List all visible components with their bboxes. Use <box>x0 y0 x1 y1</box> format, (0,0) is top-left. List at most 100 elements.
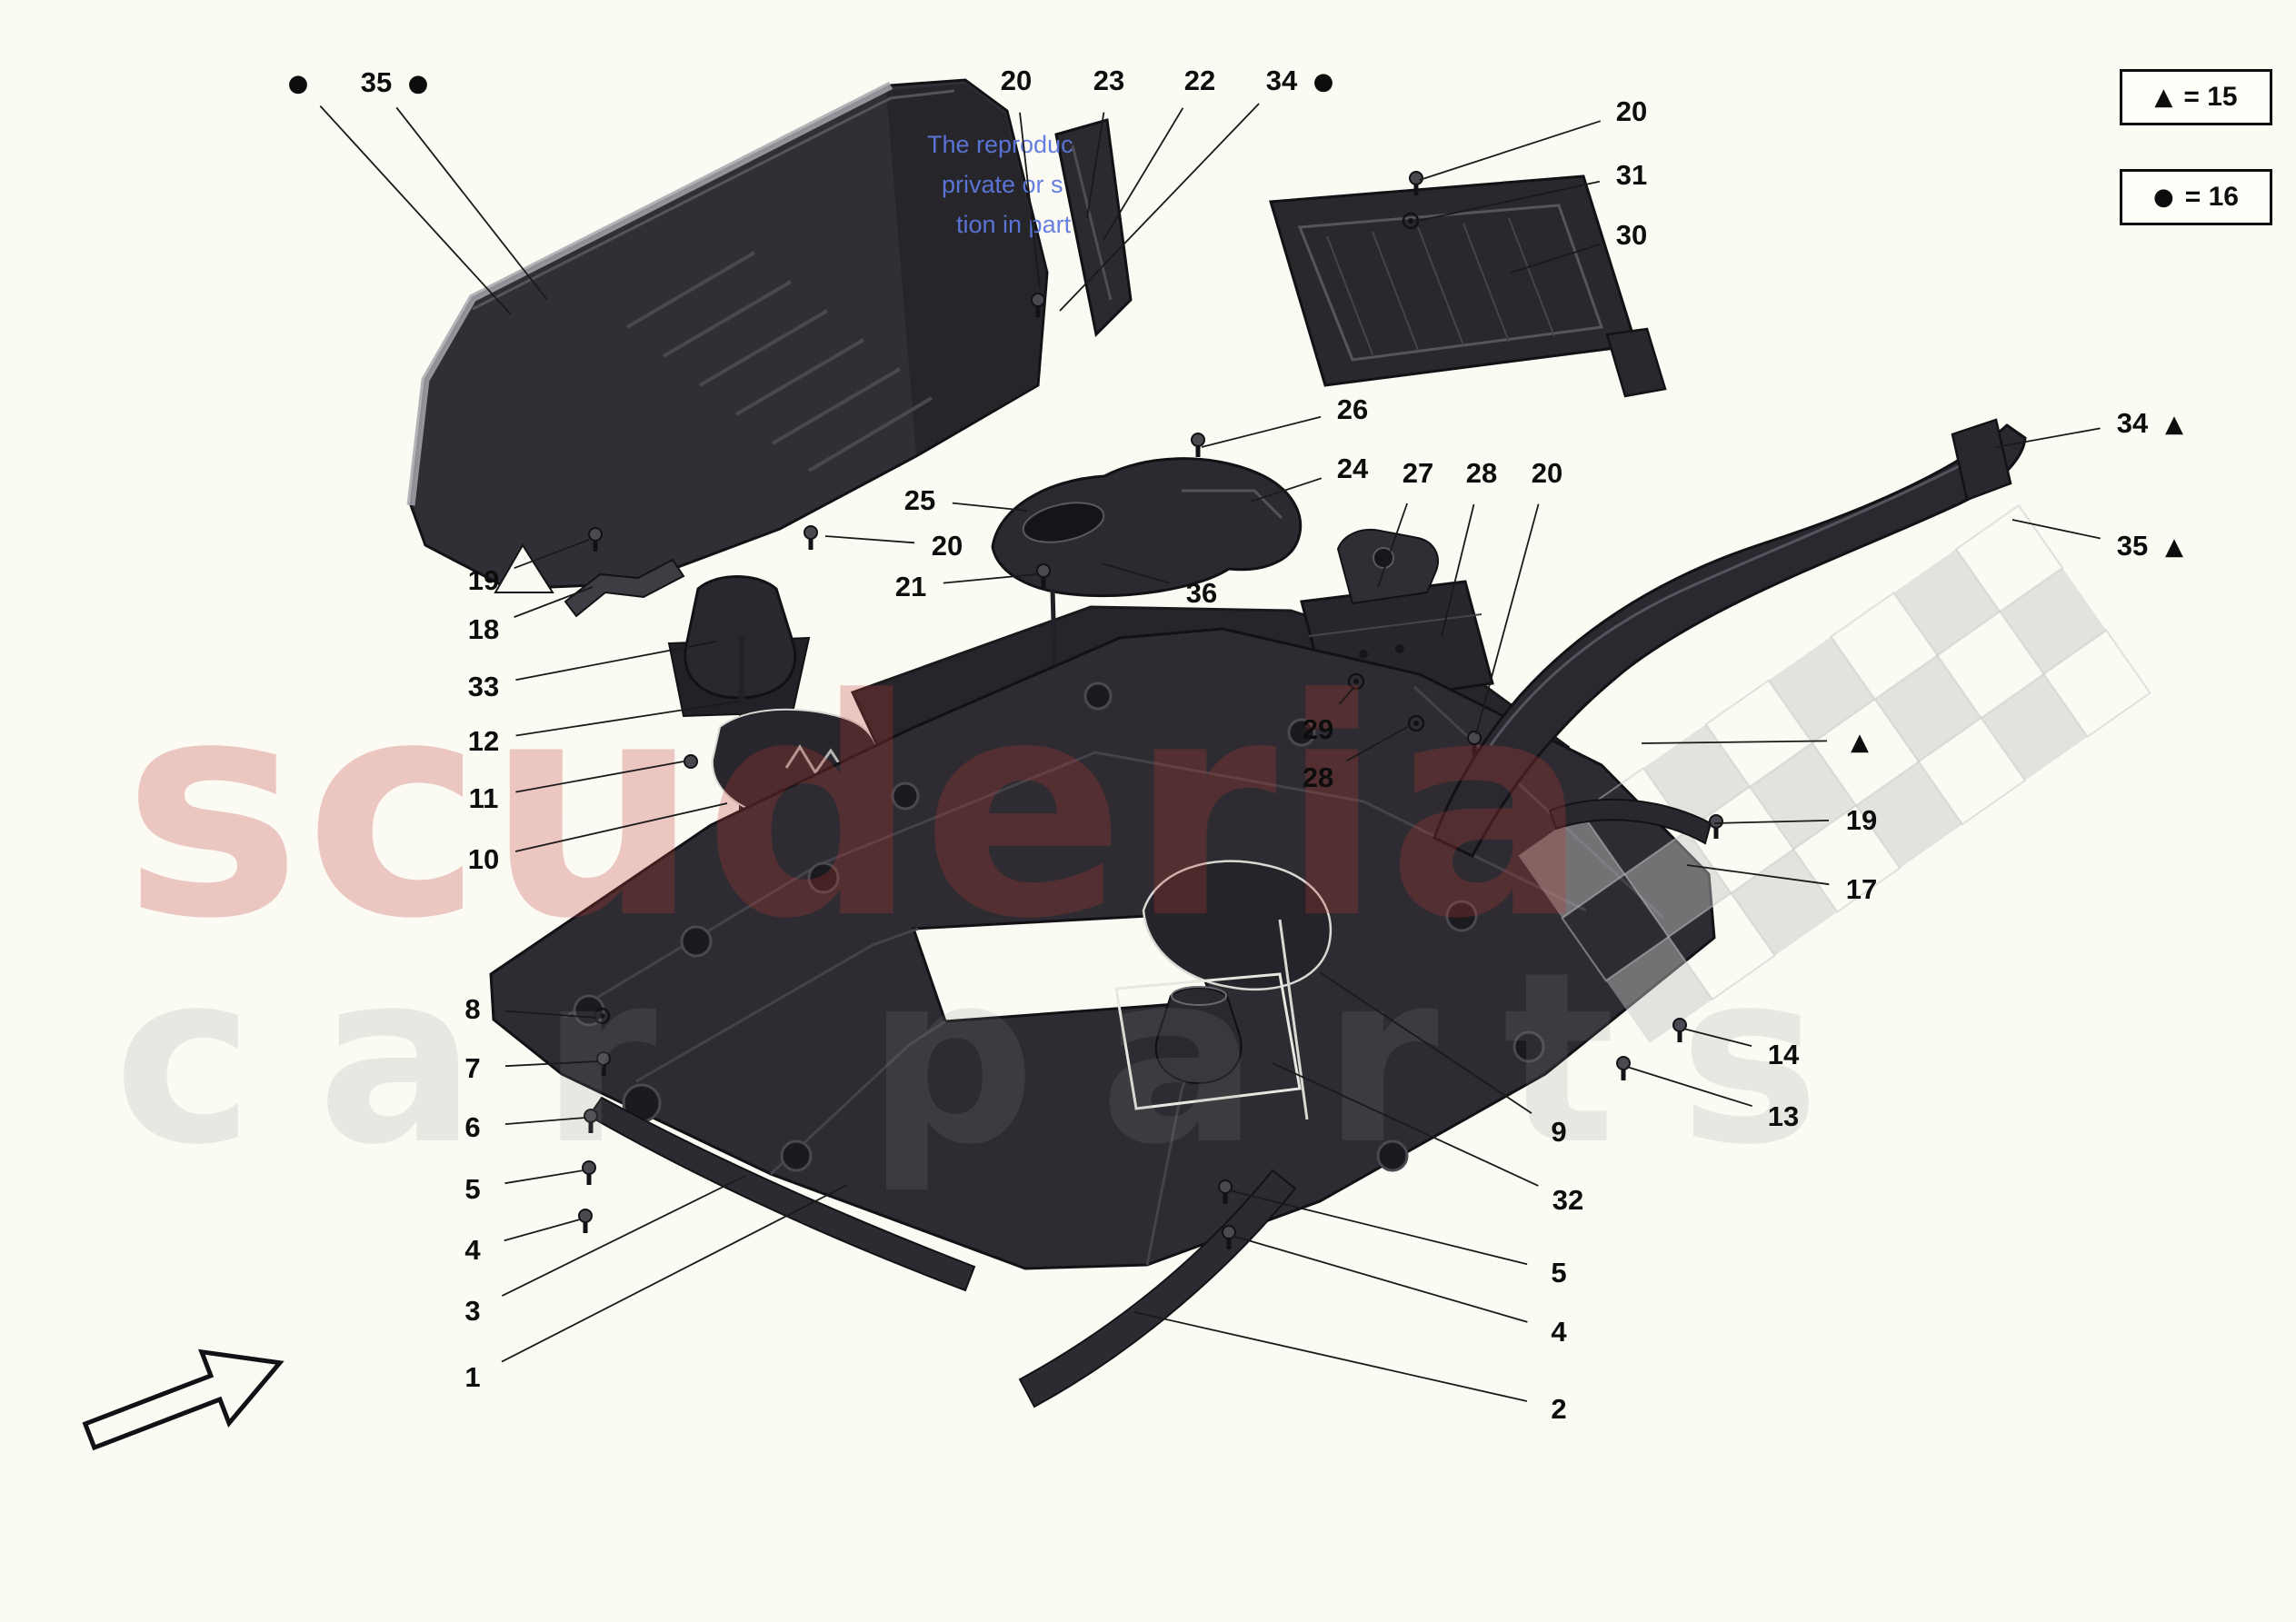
checker-square <box>1792 804 1902 913</box>
callout-6-33: 6 <box>464 1111 480 1143</box>
callout-5-36: 5 <box>464 1173 480 1205</box>
callout-12-23-leader <box>515 701 739 737</box>
callout-20-6-leader <box>1419 120 1602 181</box>
main-underbody-panel <box>489 627 1716 1270</box>
callout-5-36-leader <box>504 1169 584 1185</box>
checker-square <box>1893 549 2001 656</box>
checker-square <box>1624 831 1732 938</box>
callout-30-8-leader <box>1510 243 1601 274</box>
retainer-bracket-rear <box>1548 798 1712 845</box>
watermark-primary: scuderia <box>123 635 1593 984</box>
callout-36-21-leader <box>1101 562 1171 584</box>
callout-10-27-leader <box>514 802 728 852</box>
callout-8-31: 8 <box>464 993 480 1025</box>
callout-9-37: 9 <box>1551 1116 1566 1148</box>
callout-35-1-leader <box>395 106 548 301</box>
callout-17-30: 17 <box>1846 873 1877 905</box>
callout-4-38: 4 <box>464 1234 481 1266</box>
callout-12-23: 12 <box>468 725 499 757</box>
legend-triangle-value: = 15 <box>2183 82 2238 112</box>
callout-19-29: 19 <box>1846 804 1877 836</box>
callout-20-19-leader <box>824 535 915 544</box>
callout-27-12-leader <box>1377 503 1408 588</box>
callout-28-25-leader <box>1345 724 1412 762</box>
callout-28-13-leader <box>1441 503 1475 637</box>
checker-square <box>1954 503 2064 613</box>
checker-square <box>1811 698 1921 807</box>
front-underbody-panel <box>406 78 1049 593</box>
callout-20-19: 20 <box>932 530 963 562</box>
callout-7-32: 7 <box>464 1052 480 1084</box>
callout-36-21: 36 <box>1186 577 1217 609</box>
callout-32-39: 32 <box>1552 1184 1583 1216</box>
callout-13-35-leader <box>1626 1066 1752 1108</box>
callout-23-3-leader <box>1086 112 1105 219</box>
checker-square <box>1936 610 2045 720</box>
checker-square <box>1856 761 1963 869</box>
callout-34-15-symbol: ▲ <box>2165 411 2183 438</box>
callout-3-40: 3 <box>464 1295 480 1327</box>
callout-33-22-leader <box>515 641 717 682</box>
callout-31-7-leader <box>1413 180 1600 223</box>
callout-30-8: 30 <box>1616 219 1647 251</box>
watermark-secondary: car parts <box>114 922 1883 1197</box>
checker-square <box>1685 785 1795 895</box>
callout-20-6: 20 <box>1616 95 1647 127</box>
checker-square <box>1917 716 2027 826</box>
triangle-icon: ▲ <box>2154 84 2173 111</box>
callout-20-14-leader <box>1475 503 1540 735</box>
center-duct-bracket <box>991 457 1303 597</box>
callout-35-1: 35 <box>361 66 392 98</box>
notice-line-1: The reproduc <box>927 131 1073 158</box>
callout-3-40-leader <box>501 1175 746 1297</box>
callout-34-15: 34 <box>2117 407 2149 439</box>
callout-35-16-leader <box>2011 519 2101 540</box>
checkered-flag-watermark <box>1518 503 2151 1043</box>
a-pillar-trim-strip <box>1054 118 1133 338</box>
callout-14-34-leader <box>1682 1028 1752 1047</box>
front-arch-seal-strip <box>587 1096 976 1292</box>
callout-21-20-leader <box>943 573 1037 584</box>
callout-11-26-leader <box>515 761 684 793</box>
callout-22-4-leader <box>1103 107 1184 241</box>
callout-24-10: 24 <box>1337 453 1369 484</box>
callout-28-25: 28 <box>1303 761 1333 793</box>
checker-square <box>1579 766 1689 876</box>
callout-24-10-leader <box>1250 477 1323 503</box>
checker-square <box>1605 937 1712 1043</box>
copyright-notice: The reproduc private or s tion in part <box>927 131 1073 238</box>
callout-7-32-leader <box>504 1060 599 1068</box>
callout-27-12: 27 <box>1403 457 1433 489</box>
callout-4-42-leader <box>1232 1235 1528 1323</box>
callout-18-18-leader <box>514 586 594 618</box>
callout-20-2: 20 <box>1001 65 1032 96</box>
circle-icon: ● <box>2153 184 2174 211</box>
callout-9-37-leader <box>1319 971 1532 1114</box>
rear-bracket-assembly <box>1114 860 1333 1120</box>
callout-35-16: 35 <box>2117 530 2148 562</box>
callout-5-41-leader <box>1228 1189 1528 1266</box>
callout-35-16-symbol: ▲ <box>2165 533 2183 561</box>
callout-25-11: 25 <box>904 484 935 516</box>
callout-4-42: 4 <box>1551 1316 1567 1348</box>
checker-square <box>1750 742 1857 850</box>
checker-square <box>1643 724 1751 831</box>
callout-29-24: 29 <box>1303 713 1333 745</box>
callout-26-9: 26 <box>1337 393 1368 425</box>
callout-35-1-symbol: ● <box>408 70 429 97</box>
callout-34-15-leader <box>1995 427 2101 448</box>
checker-square <box>1518 811 1625 919</box>
callout-2-44-leader <box>1133 1311 1528 1402</box>
callout-8-31-leader <box>504 1010 597 1019</box>
callout-10-27: 10 <box>468 843 499 875</box>
callout-2-44: 2 <box>1551 1393 1566 1425</box>
callout-symbol-28-symbol: ▲ <box>1851 729 1869 756</box>
checker-square <box>1768 636 1875 743</box>
legend-circle-value: = 16 <box>2184 182 2239 212</box>
checker-square <box>1667 891 1777 1001</box>
callout-29-24-leader <box>1338 686 1355 705</box>
callout-31-7: 31 <box>1616 159 1647 191</box>
sill-trim-strip <box>1433 418 2027 858</box>
callout-19-17-leader <box>514 539 590 570</box>
